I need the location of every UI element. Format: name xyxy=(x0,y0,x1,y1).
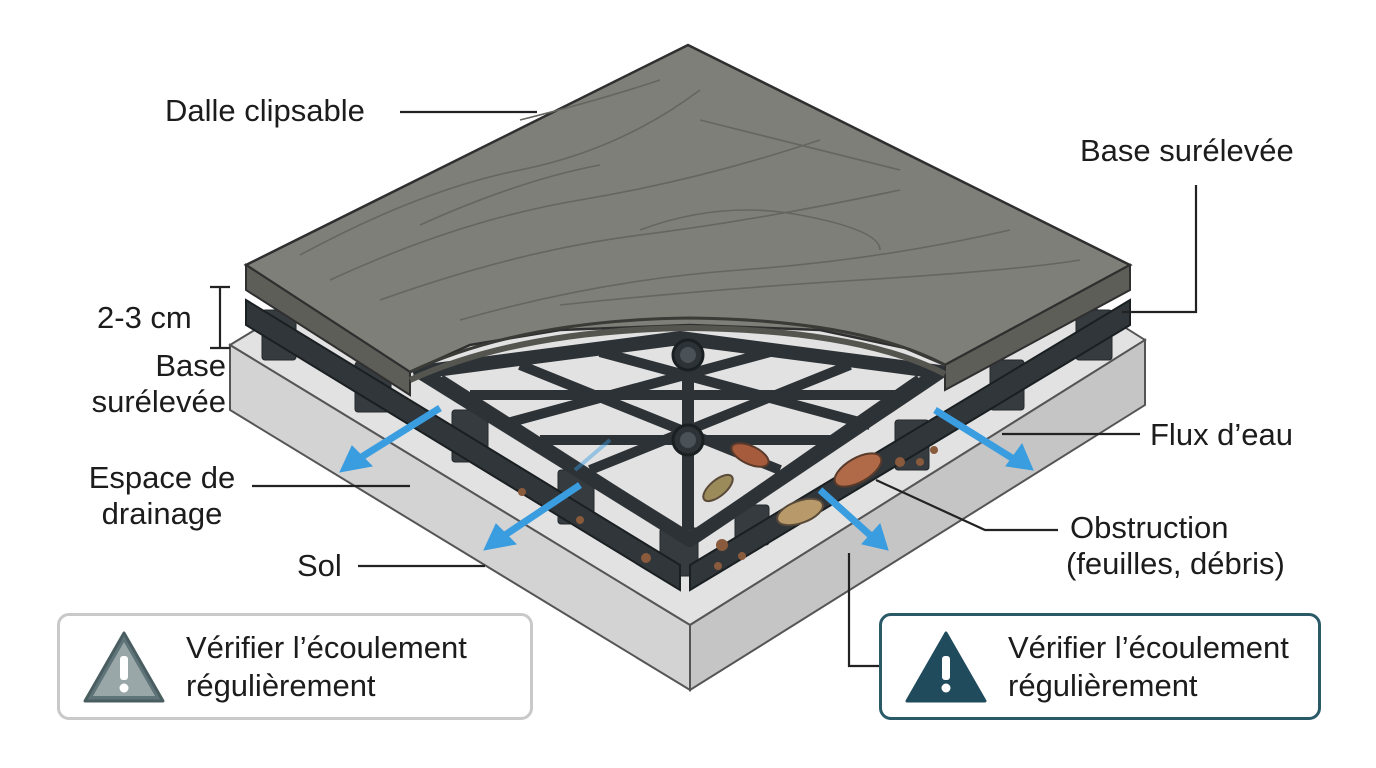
label-espace-line2: drainage xyxy=(101,496,223,531)
label-base-surelevee-right: Base surélevée xyxy=(1080,133,1294,168)
label-sol: Sol xyxy=(297,548,342,583)
warning-triangle-icon xyxy=(905,631,987,702)
warning-triangle-icon xyxy=(83,631,165,702)
warning-text-left: Vérifier l’écoulement régulièrement xyxy=(186,629,467,705)
warning-line2: régulièrement xyxy=(1008,667,1198,703)
warning-line1: Vérifier l’écoulement xyxy=(1008,629,1289,665)
label-flux-eau: Flux d’eau xyxy=(1150,417,1294,452)
leader-lines xyxy=(210,110,1198,668)
arrow-head xyxy=(339,445,374,473)
arrow-head xyxy=(1005,442,1034,471)
clip-tile xyxy=(243,43,1133,397)
label-obstruction: Obstruction (feuilles, débris) xyxy=(1066,510,1285,582)
label-base-surelevee-left: Base surélevée xyxy=(60,348,226,420)
arrow-head xyxy=(861,523,889,551)
arrow-head xyxy=(483,523,518,551)
label-espace-drainage: Espace de drainage xyxy=(78,460,246,532)
debris-leaves xyxy=(518,442,938,570)
warning-line2: régulièrement xyxy=(186,667,376,703)
label-obstruction-line1: Obstruction xyxy=(1070,510,1229,545)
warning-line1: Vérifier l’écoulement xyxy=(186,629,467,665)
label-dalle-clipsable: Dalle clipsable xyxy=(165,93,365,128)
label-height-2-3cm: 2-3 cm xyxy=(97,300,192,335)
label-base-line2: surélevée xyxy=(91,384,226,419)
label-espace-line1: Espace de xyxy=(88,460,236,495)
water-flow-arrows xyxy=(339,405,1034,551)
warning-box-right: Vérifier l’écoulement régulièrement xyxy=(879,613,1321,720)
label-obstruction-line2: (feuilles, débris) xyxy=(1066,546,1285,581)
warning-text-right: Vérifier l’écoulement régulièrement xyxy=(1008,629,1289,705)
label-base-line1: Base xyxy=(155,348,226,383)
warning-box-left: Vérifier l’écoulement régulièrement xyxy=(57,613,533,720)
